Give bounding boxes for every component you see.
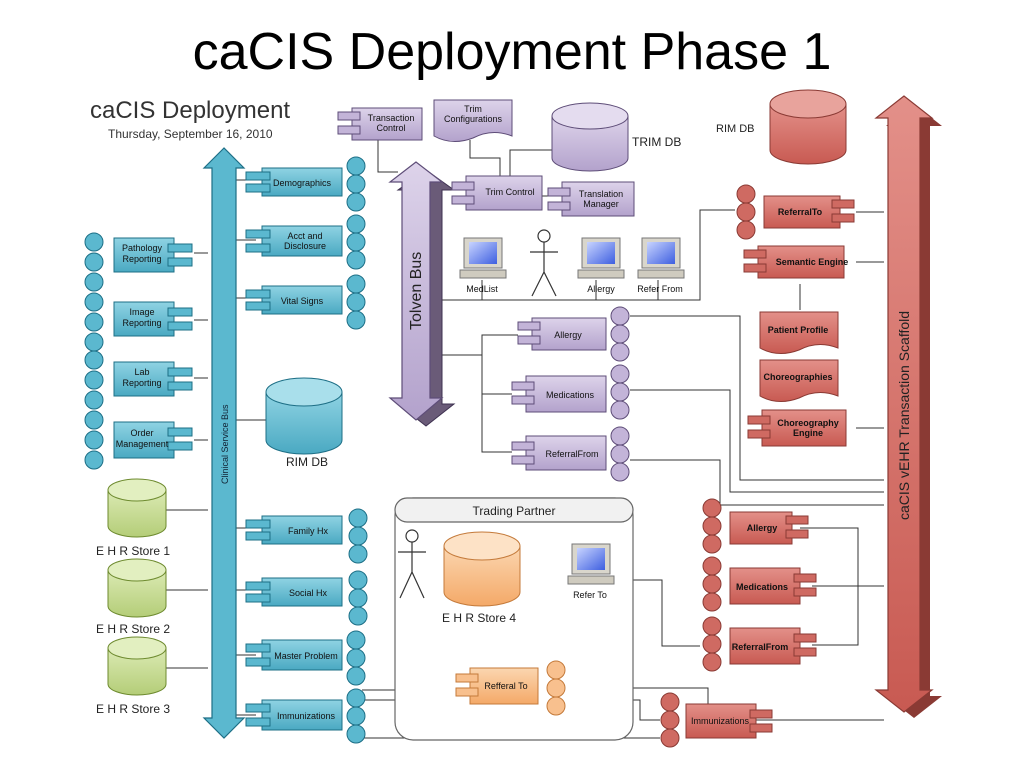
medlist-label: MedList: [466, 284, 498, 294]
ehr-store-4: E H R Store 4: [442, 531, 521, 625]
lab-reporting-component: Lab Reporting: [84, 350, 193, 410]
tolven-bus: Tolven Bus: [388, 161, 456, 427]
ehr-store-4-label: E H R Store 4: [442, 611, 516, 625]
choreographies-doc: Choreographies: [759, 359, 839, 402]
family-hx-label: Family Hx: [288, 526, 328, 536]
medications-red-label: Medications: [736, 582, 788, 592]
translation-manager-component: Translation Manager: [547, 181, 635, 217]
acct-disclosure-label: Acct and Disclosure: [283, 231, 326, 251]
order-management-component: Order Management: [84, 410, 193, 470]
acct-disclosure-component: Acct and Disclosure: [245, 214, 366, 270]
scaffold-label: caCIS vEHR Transaction Scaffold: [896, 311, 912, 520]
immunizations-red-component: Immunizations: [660, 692, 773, 748]
ehr-store-1: E H R Store 1: [96, 478, 170, 558]
trim-configurations-label: Trim Configurations: [443, 104, 503, 124]
diagram-date: Thursday, September 16, 2010: [108, 127, 273, 141]
semantic-engine-label: Semantic Engine: [776, 257, 849, 267]
image-reporting-component: Image Reporting: [84, 292, 193, 352]
image-reporting-label: Image Reporting: [122, 307, 162, 328]
transaction-control-label: Transaction Control: [367, 113, 415, 133]
demographics-component: Demographics: [245, 156, 366, 212]
allergy-computer: Allergy: [577, 237, 625, 294]
trading-partner-group: Trading Partner E H R Store 4 Refer To R…: [394, 497, 634, 741]
referralto-red-component: ReferralTo: [736, 184, 855, 240]
family-hx-component: Family Hx: [245, 508, 368, 564]
rim-db-right-label: RIM DB: [716, 123, 755, 135]
medications-purple-label: Medications: [546, 390, 595, 400]
trim-control-label: Trim Control: [485, 187, 534, 197]
user-actor-icon: [530, 229, 558, 297]
ehr-store-3-label: E H R Store 3: [96, 702, 170, 716]
slide-title: caCIS Deployment Phase 1: [192, 23, 832, 81]
allergy-computer-label: Allergy: [587, 284, 615, 294]
trading-partner-title: Trading Partner: [473, 504, 556, 518]
refferal-to-label: Refferal To: [484, 681, 527, 691]
allergy-purple-component: Allergy: [517, 306, 630, 362]
clinical-service-bus: Clinical Service Bus: [202, 147, 246, 739]
patient-profile-doc: Patient Profile: [759, 311, 839, 354]
tolven-bus-label: Tolven Bus: [408, 252, 425, 330]
semantic-engine-component: Semantic Engine: [743, 245, 849, 279]
transaction-scaffold: caCIS vEHR Transaction Scaffold: [874, 95, 942, 718]
ehr-store-3: E H R Store 3: [96, 636, 170, 716]
pathology-reporting-label: Pathology Reporting: [121, 243, 163, 264]
referralfrom-purple-component: ReferralFrom: [511, 426, 630, 482]
refer-to-label: Refer To: [573, 590, 607, 600]
trim-configurations-doc: Trim Configurations: [433, 99, 513, 142]
patient-profile-label: Patient Profile: [768, 325, 829, 335]
choreography-engine-component: Choreography Engine: [747, 409, 847, 447]
transaction-control-component: Transaction Control: [337, 107, 423, 141]
vital-signs-component: Vital Signs: [245, 274, 366, 330]
trim-db: TRIM DB: [551, 102, 681, 172]
social-hx-label: Social Hx: [289, 588, 328, 598]
order-management-label: Order Management: [115, 428, 169, 449]
pathology-reporting-component: Pathology Reporting: [84, 232, 193, 292]
choreographies-label: Choreographies: [763, 372, 832, 382]
master-problem-label: Master Problem: [274, 651, 338, 661]
trim-db-label: TRIM DB: [632, 135, 681, 149]
choreography-engine-label: Choreography Engine: [777, 418, 839, 438]
medications-purple-component: Medications: [511, 364, 630, 420]
lab-reporting-label: Lab Reporting: [122, 367, 162, 388]
vital-signs-label: Vital Signs: [281, 296, 324, 306]
trim-control-component: Trim Control: [451, 175, 543, 211]
immunizations-teal-component: Immunizations: [245, 688, 366, 744]
partner-actor-icon: [398, 529, 426, 599]
clinical-bus-label: Clinical Service Bus: [220, 404, 230, 484]
rim-db-right: RIM DB: [716, 89, 847, 165]
immunizations-red-label: Immunizations: [691, 716, 750, 726]
refferal-to-component: Refferal To: [455, 660, 566, 716]
demographics-label: Demographics: [273, 178, 332, 188]
social-hx-component: Social Hx: [245, 570, 368, 626]
refer-to-computer: Refer To: [567, 543, 615, 600]
immunizations-teal-label: Immunizations: [277, 711, 336, 721]
medications-red-component: Medications: [702, 556, 817, 612]
allergy-red-component: Allergy: [702, 498, 809, 554]
referralfrom-red-component: ReferralFrom: [702, 616, 817, 672]
ehr-store-1-label: E H R Store 1: [96, 544, 170, 558]
master-problem-component: Master Problem: [245, 630, 366, 686]
medlist-computer: MedList: [459, 237, 507, 294]
referralto-red-label: ReferralTo: [778, 207, 823, 217]
rim-db-left: RIM DB: [265, 377, 343, 469]
translation-manager-label: Translation Manager: [578, 189, 624, 209]
ehr-store-2: E H R Store 2: [96, 558, 170, 636]
rim-db-left-label: RIM DB: [286, 455, 328, 469]
ehr-store-2-label: E H R Store 2: [96, 622, 170, 636]
refer-from-label: Refer From: [637, 284, 683, 294]
refer-from-computer: Refer From: [637, 237, 685, 294]
allergy-purple-label: Allergy: [554, 330, 582, 340]
allergy-red-label: Allergy: [747, 523, 778, 533]
diagram-heading: caCIS Deployment: [90, 97, 290, 124]
referralfrom-red-label: ReferralFrom: [732, 642, 789, 652]
referralfrom-purple-label: ReferralFrom: [545, 449, 598, 459]
